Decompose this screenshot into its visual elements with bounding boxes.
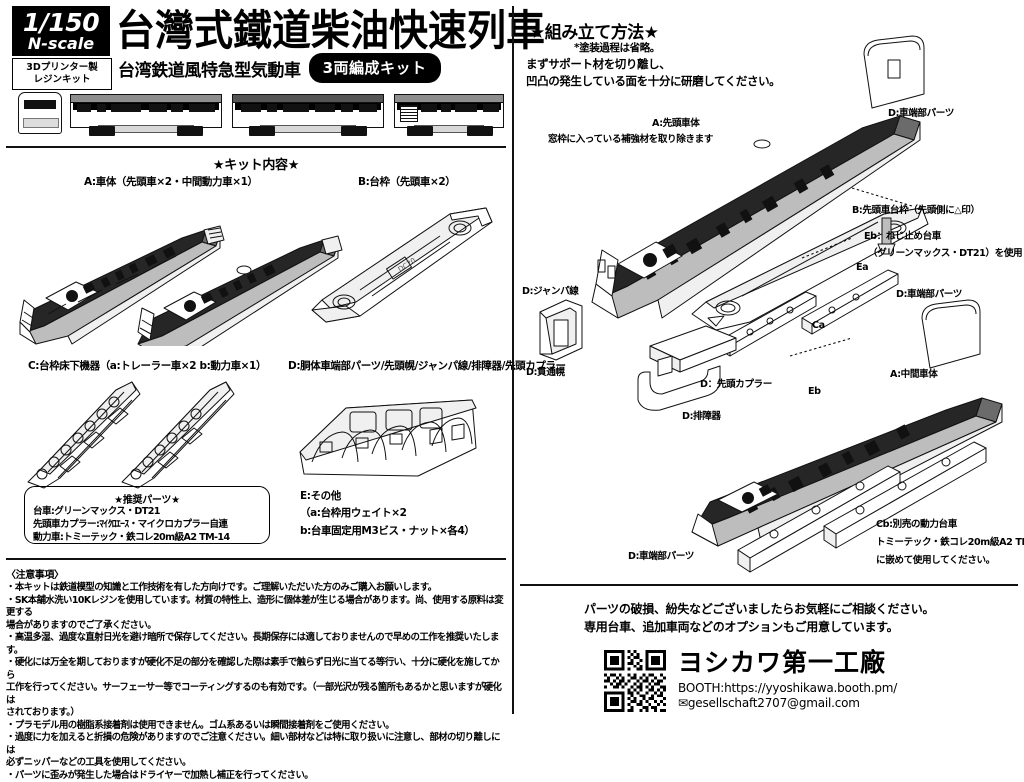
caution-line: ・SK本舗水洗い10Kレジンを使用しています。材質の特性上、造形に個体差が生じる… — [6, 595, 506, 620]
assembly-note: *塗装過程は省略。 — [574, 40, 660, 55]
callout-front-body: A:先頭車体 — [652, 115, 699, 129]
callout-underfloor-ca: Ca — [812, 320, 825, 331]
railcar-2 — [232, 94, 384, 128]
cab-skirt — [23, 118, 59, 128]
footer-message: パーツの破損、紛失などございましたらお気軽にご相談ください。 専用台車、追加車両… — [584, 600, 934, 636]
illustration-endparts-d — [290, 376, 490, 486]
illustration-chassis-b: DC20 — [300, 190, 500, 340]
scale-badge: 1/150 N-scale — [12, 6, 110, 56]
cautions-divider — [6, 558, 506, 560]
callout-gangway: D:貫通幌 — [526, 364, 565, 378]
illustration-gangway — [532, 296, 592, 368]
cab-window — [24, 100, 56, 109]
caution-line: 必ずニッパーなどの工具を使用してください。 — [6, 757, 506, 770]
qr-code — [604, 650, 666, 712]
caution-line: ・硬化には万全を期しておりますが硬化不足の部分を確認した際は素手で触らず日光に当… — [6, 657, 506, 682]
brand-text: ヨシカワ第一工廠 BOOTH:https://yyoshikawa.booth.… — [678, 650, 897, 710]
callout-weight-ea: Ea — [856, 262, 868, 273]
callout-front-frame: B:先頭車台枠（先頭側に△印） — [852, 202, 980, 216]
brand-row: ヨシカワ第一工廠 BOOTH:https://yyoshikawa.booth.… — [604, 650, 897, 712]
callout-screw-bogie: Eb：ねじ止め台車 — [864, 228, 941, 242]
variant-badge: 3両編成キット — [309, 53, 441, 83]
train-side-view — [4, 86, 508, 142]
caution-line: ・本キットは鉄道模型の知識と工作技術を有した方向けです。ご理解いただいた方のみご… — [6, 582, 506, 595]
roof-3 — [395, 95, 503, 103]
radiator-grille — [400, 105, 418, 122]
caution-line: ・過度に力を加えると折損の危険がありますのでご注意ください。細い部材などは特に取… — [6, 732, 506, 757]
other-parts-line-a: （a:台枠用ウェイト×2 — [300, 505, 500, 522]
recommended-title: ★推奨パーツ★ — [33, 491, 261, 506]
caution-line: 工作を行ってください。サーフェーサー等でコーティングするのも有効です。（一部光沢… — [6, 682, 506, 707]
other-parts-title: E:その他 — [300, 488, 500, 505]
other-parts-line-b: b:台車固定用M3ビス・ナット×各4） — [300, 523, 500, 540]
subtitle-row: 台湾鉄道風特急型気動車 3両編成キット — [118, 54, 508, 82]
cautions-block: 〈注意事項〉 ・本キットは鉄道模型の知識と工作技術を有した方向けです。ご理解いた… — [6, 566, 506, 782]
caution-line: ・パーツに歪みが発生した場合はドライヤーで加熱し補正を行ってください。 — [6, 770, 506, 782]
callout-power-bogie-2: トミーテック・鉄コレ20m級A2 TM-14 — [876, 534, 1024, 548]
callout-end-part-top: D:車端部パーツ — [888, 105, 954, 119]
right-column: ★組み立て方法★ *塗装過程は省略。 まずサポート材を切り離し、 凹凸の発生して… — [512, 0, 1024, 721]
footer-message-line-1: パーツの破損、紛失などございましたらお気軽にご相談ください。 — [584, 600, 934, 618]
footer-message-line-2: 専用台車、追加車両などのオプションもご用意しています。 — [584, 618, 934, 636]
part-label-b: B:台枠（先頭車×2） — [358, 174, 455, 189]
recommended-line-3: 動力車:トミーテック・鉄コレ20m級A2 TM-14 — [33, 532, 261, 545]
kit-contents-title: ★キット内容★ — [0, 154, 512, 173]
illustration-carbody-a — [6, 186, 346, 346]
left-column: 1/150 N-scale 3Dプリンター製 レジンキット 台灣式鐵道柴油快速列… — [0, 0, 512, 721]
material-line-2: レジンキット — [33, 74, 90, 86]
callout-power-bogie-1: Cb:別売の動力台車 — [876, 516, 957, 530]
recommended-parts-box: ★推奨パーツ★ 台車:グリーンマックス・DT21 先頭車カプラー:ﾏｲｸﾛｴｰｽ… — [24, 486, 270, 544]
other-parts-list: E:その他 （a:台枠用ウェイト×2 b:台車固定用M3ビス・ナット×各4） — [300, 488, 500, 540]
railcar-1 — [70, 94, 222, 128]
cab-front-view — [18, 92, 62, 134]
cautions-heading: 〈注意事項〉 — [6, 566, 506, 581]
assembly-step-1-line-1: まずサポート材を切り離し、 — [526, 56, 780, 73]
caution-line: 場合がありますのでご了承ください。 — [6, 620, 506, 633]
part-label-c: C:台枠床下機器（a:トレーラー車×2 b:動力車×1） — [28, 358, 266, 373]
roof-2 — [233, 95, 383, 103]
caution-line: ・プラモデル用の樹脂系接着剤は使用できません。ゴム系あるいは瞬間接着剤をご使用く… — [6, 720, 506, 733]
footer-divider — [520, 584, 1018, 586]
callout-screw-bogie-note: （グリーンマックス・DT21）を使用します — [868, 245, 1024, 259]
assembly-step-1: まずサポート材を切り離し、 凹凸の発生している面を十分に研磨してください。 — [526, 56, 780, 89]
caution-line: されております。） — [6, 707, 506, 720]
recommended-line-2: 先頭車カプラー:ﾏｲｸﾛｴｰｽ・マイクロカプラー自連 — [33, 519, 261, 532]
booth-url[interactable]: BOOTH:https://yyoshikawa.booth.pm/ — [678, 681, 897, 695]
page-title: 台灣式鐵道柴油快速列車 — [116, 4, 506, 58]
callout-jumper: D:ジャンパ線 — [522, 283, 579, 297]
illustration-end-part-right — [912, 296, 992, 386]
caution-line: ・高温多湿、過度な直射日光を避け暗所で保存してください。長期保存には適しておりま… — [6, 632, 506, 657]
roof-1 — [71, 95, 221, 103]
brand-name: ヨシカワ第一工廠 — [678, 650, 897, 675]
header-divider — [6, 146, 506, 148]
email-address[interactable]: ✉gesellschaft2707@gmail.com — [678, 696, 897, 710]
callout-end-part-bottom: D:車端部パーツ — [628, 548, 694, 562]
scale-value: 1/150 — [23, 10, 99, 35]
instruction-sheet: 1/150 N-scale 3Dプリンター製 レジンキット 台灣式鐵道柴油快速列… — [0, 0, 1024, 721]
recommended-line-1: 台車:グリーンマックス・DT21 — [33, 506, 261, 519]
railcar-3 — [394, 94, 504, 128]
material-line-1: 3Dプリンター製 — [26, 62, 98, 74]
illustration-underfloor-c — [20, 374, 250, 494]
callout-power-bogie-3: に嵌めて使用してください。 — [876, 552, 995, 566]
callout-front-body-note: 窓枠に入っている補強材を取り除きます — [548, 131, 713, 145]
page-subtitle: 台湾鉄道風特急型気動車 — [118, 56, 301, 81]
scale-unit: N-scale — [28, 36, 94, 52]
assembly-step-1-line-2: 凹凸の発生している面を十分に研磨してください。 — [526, 73, 780, 90]
